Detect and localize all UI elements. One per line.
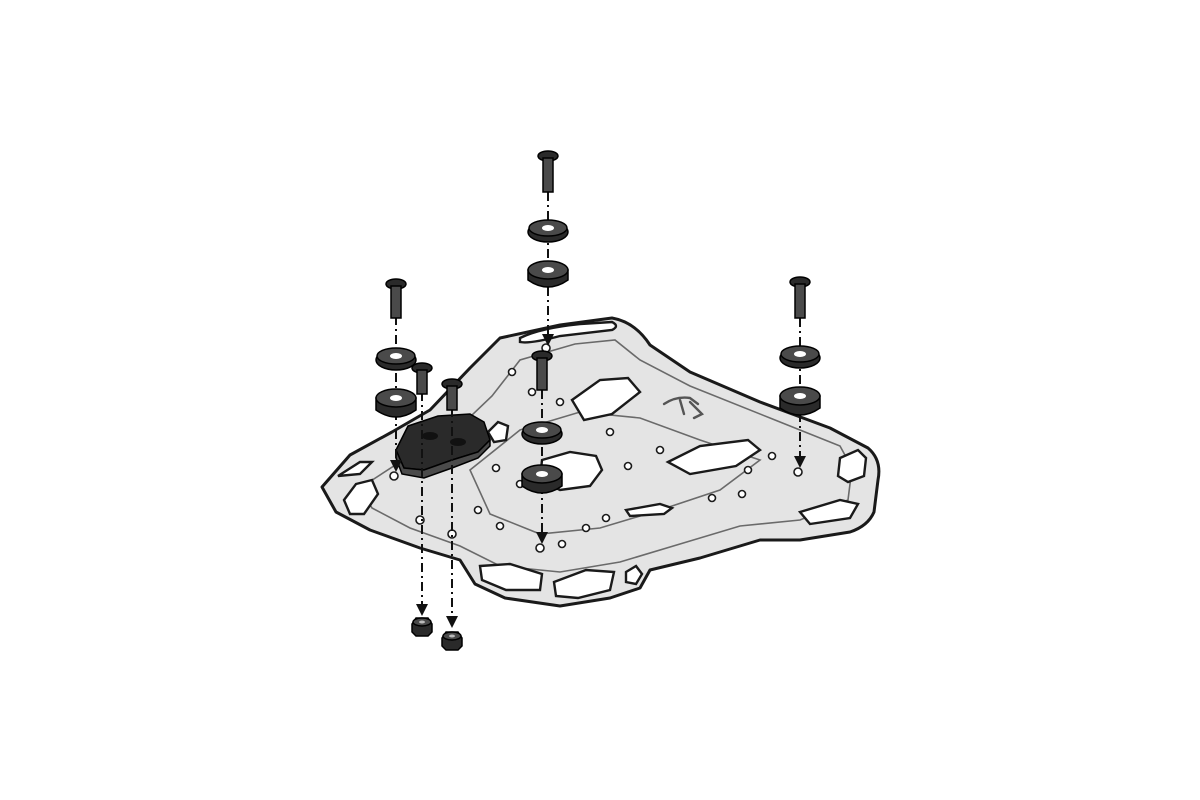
bolt-icon (385, 278, 407, 319)
assembly-arrows (390, 334, 806, 628)
rack-cutout-handle-left-top (337, 460, 375, 478)
rubber-bushing-icon (527, 260, 569, 288)
washer-icon (375, 347, 417, 371)
rack-cutout-right (665, 438, 763, 476)
rubber-bushing-icon (521, 464, 563, 494)
rack-mounting-holes (389, 343, 803, 553)
washer-icon (779, 345, 821, 369)
rack-cutout-handle-right-bottom (797, 498, 860, 526)
rack-plate-outline (320, 316, 881, 608)
washer-icon (527, 219, 569, 243)
rack-cutout-bottom-mid (552, 568, 616, 600)
rack-cutout-handle-right (836, 448, 868, 484)
washer-icon (521, 421, 563, 445)
rack-cutout-upper-left (486, 420, 510, 444)
bolt-icon (537, 150, 559, 193)
rubber-bushing-icon (779, 386, 821, 416)
rack-cutout-upper (570, 376, 642, 422)
nut-icon (411, 617, 433, 637)
rack-cutout-right-slot (623, 502, 675, 518)
bolt-icon (531, 350, 553, 391)
assembly-axis-lines (395, 192, 801, 624)
adapter-plate-icon (395, 413, 491, 479)
rubber-bushing-icon (375, 388, 417, 418)
bolt-icon (789, 276, 811, 319)
bolt-icon (441, 378, 463, 411)
bolt-icon (411, 362, 433, 395)
rack-cutout-handle-left (342, 478, 380, 516)
brand-logo-icon (662, 396, 705, 420)
rack-cutout-bottom-left (478, 562, 544, 592)
rack-cutout-bottom-small (624, 564, 644, 586)
rack-inner-channel (469, 411, 762, 535)
nut-icon (441, 631, 463, 651)
